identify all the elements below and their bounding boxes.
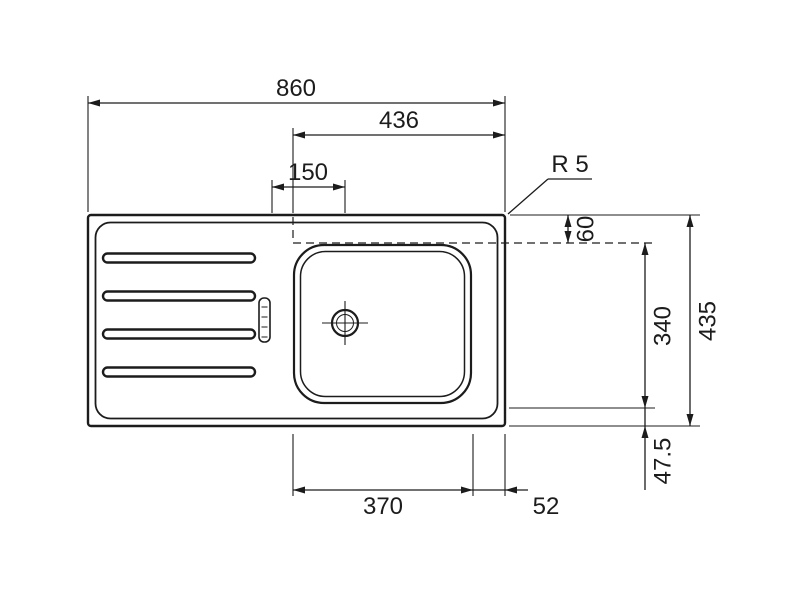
- dim-label-bowl-to-bottom: 47.5: [650, 438, 677, 485]
- drainboard-ribs: [101, 252, 257, 378]
- dim-label-divider-to-drain: 150: [288, 159, 328, 186]
- drainboard-rib: [101, 252, 257, 264]
- drainboard-rib: [101, 290, 257, 302]
- sink-bowl: [292, 243, 473, 405]
- dim-label-overall-depth: 435: [695, 301, 722, 341]
- dim-label-bowl-width: 370: [363, 493, 403, 520]
- dim-label-top-to-bowl: 60: [573, 216, 600, 243]
- drainboard-rib: [101, 366, 257, 378]
- dim-label-right-to-bowl: 436: [379, 107, 419, 134]
- hidden-reference-lines: [292, 217, 655, 244]
- dimension-arrowheads: [88, 99, 694, 494]
- dimension-labels: 860 436 150 R 5 370 52 60 340 435 47.5: [276, 75, 722, 520]
- extension-lines: [87, 96, 700, 496]
- dim-label-bowl-depth: 340: [650, 306, 677, 346]
- dim-label-overall-width: 860: [276, 75, 316, 102]
- dim-label-corner-radius: R 5: [551, 151, 588, 178]
- sink-outline: [86, 213, 507, 428]
- dim-label-bowl-to-right: 52: [533, 493, 560, 520]
- drain: [322, 301, 368, 345]
- dimension-lines: [88, 102, 691, 491]
- divider-slot: [258, 297, 271, 343]
- radius-leader-line: [507, 178, 549, 215]
- drainboard-rib: [101, 328, 257, 340]
